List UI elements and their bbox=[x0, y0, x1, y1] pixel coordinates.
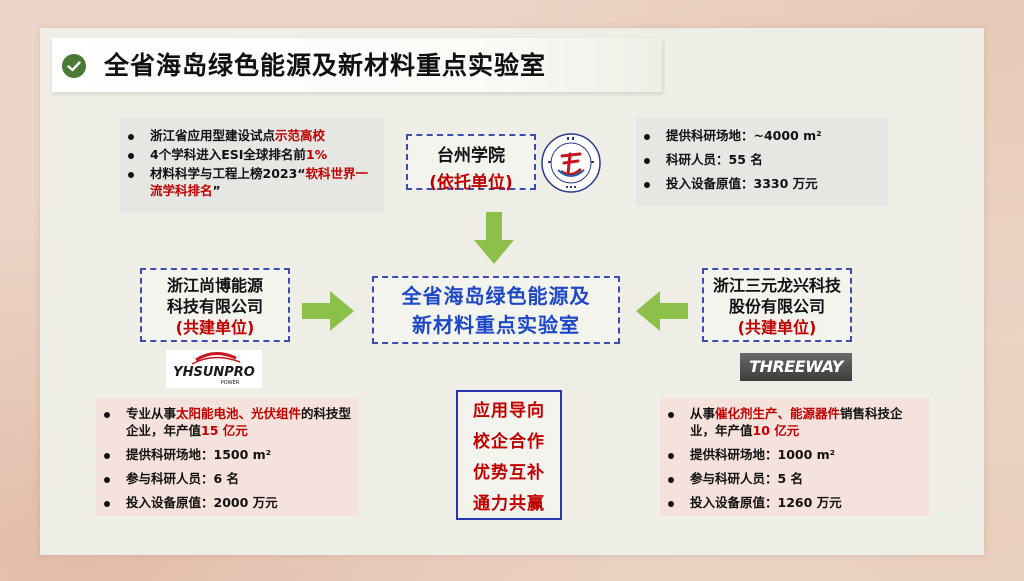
university-stats-list: 提供科研场地：~4000 m² 科研人员：55 名投入设备原值：3330 万元 bbox=[636, 128, 880, 193]
list-item: 科研人员：55 名 bbox=[636, 152, 880, 169]
list-item-text: 参与科研人员：5 名 bbox=[690, 470, 804, 486]
university-role: (依托单位) bbox=[429, 173, 513, 193]
list-item: 提供科研场地：1000 m² bbox=[660, 447, 924, 464]
list-item-text: 材料科学与工程上榜2023“ bbox=[150, 165, 306, 181]
page-title: 全省海岛绿色能源及新材料重点实验室 bbox=[104, 51, 547, 80]
partner-left-name-line1: 浙江尚博能源 bbox=[166, 276, 263, 295]
threeway-logo: THREEWAY bbox=[740, 353, 852, 381]
list-item-text: ” bbox=[212, 182, 221, 198]
highlight-text: 15 亿元 bbox=[201, 422, 248, 438]
list-item: 参与科研人员：5 名 bbox=[660, 471, 924, 488]
list-item: 提供科研场地：~4000 m² bbox=[636, 128, 880, 145]
highlight-text: 示范高校 bbox=[275, 128, 326, 143]
center-lab-line1: 全省海岛绿色能源及 bbox=[401, 284, 591, 308]
center-lab-line2: 新材料重点实验室 bbox=[412, 313, 580, 337]
arrow-left-icon bbox=[636, 291, 688, 331]
taizhou-university-logo bbox=[541, 133, 601, 193]
list-item: 4个学科进入ESI全球排名前1% bbox=[120, 147, 376, 164]
list-item: 投入设备原值：2000 万元 bbox=[96, 495, 352, 512]
partner-left-name-line2: 科技有限公司 bbox=[166, 297, 263, 316]
partner-right-name-line2: 股份有限公司 bbox=[728, 297, 825, 316]
slogan-line: 校企合作 bbox=[473, 432, 545, 452]
list-item-text: 浙江省应用型建设试点 bbox=[150, 128, 276, 143]
partner-right-details-box: 从事催化剂生产、能源器件销售科技企业，年产值10 亿元提供科研场地：1000 m… bbox=[660, 398, 930, 516]
university-name: 台州学院 bbox=[437, 146, 505, 166]
list-item-text: 提供科研场地：1000 m² bbox=[690, 446, 836, 462]
arrow-right-icon bbox=[302, 291, 354, 331]
list-item: 材料科学与工程上榜2023“软科世界一流学科排名” bbox=[120, 166, 376, 200]
partner-right-details-list: 从事催化剂生产、能源器件销售科技企业，年产值10 亿元提供科研场地：1000 m… bbox=[660, 406, 924, 511]
list-item: 参与科研人员：6 名 bbox=[96, 471, 352, 488]
list-item-text: 从事 bbox=[690, 406, 716, 421]
check-circle-icon bbox=[62, 54, 86, 78]
list-item-text: 投入设备原值：2000 万元 bbox=[126, 494, 278, 510]
list-item-text: 提供科研场地：1500 m² bbox=[126, 446, 272, 462]
center-lab-node: 全省海岛绿色能源及 新材料重点实验室 bbox=[372, 276, 620, 344]
list-item: 从事催化剂生产、能源器件销售科技企业，年产值10 亿元 bbox=[660, 406, 924, 440]
list-item-text: 专业从事 bbox=[126, 406, 177, 421]
arrow-down-icon bbox=[474, 212, 514, 264]
highlight-text: 太阳能电池、光伏组件 bbox=[176, 406, 302, 421]
partner-left-details-box: 专业从事太阳能电池、光伏组件的科技型企业，年产值15 亿元提供科研场地：1500… bbox=[96, 398, 358, 516]
highlight-text: 1% bbox=[305, 146, 328, 162]
slogan-line: 通力共赢 bbox=[473, 494, 545, 514]
yhsunpro-logo-text: YHSUNPRO bbox=[173, 365, 255, 380]
list-item: 提供科研场地：1500 m² bbox=[96, 447, 352, 464]
highlight-text: 催化剂生产、能源器件 bbox=[715, 406, 841, 421]
yhsunpro-logo-subtext: POWER bbox=[221, 380, 240, 386]
list-item-text: 销售科技企业，年产值 bbox=[690, 406, 903, 438]
partner-right-node: 浙江三元龙兴科技 股份有限公司 (共建单位) bbox=[702, 268, 852, 342]
yhsunpro-logo: YHSUNPRO POWER bbox=[166, 350, 262, 388]
list-item-text: 4个学科进入ESI全球排名前 bbox=[150, 146, 306, 162]
university-stats-box: 提供科研场地：~4000 m² 科研人员：55 名投入设备原值：3330 万元 bbox=[636, 118, 888, 206]
partner-right-name-line1: 浙江三元龙兴科技 bbox=[712, 276, 841, 295]
list-item-text: 的科技型企业，年产值 bbox=[126, 406, 352, 438]
highlight-text: 软科世界一流学科排名 bbox=[150, 165, 369, 198]
list-item-text: 参与科研人员：6 名 bbox=[126, 470, 240, 486]
list-item: 投入设备原值：1260 万元 bbox=[660, 495, 924, 512]
partner-left-details-list: 专业从事太阳能电池、光伏组件的科技型企业，年产值15 亿元提供科研场地：1500… bbox=[96, 406, 352, 511]
slogan-line: 应用导向 bbox=[473, 401, 545, 421]
list-item-text: 提供科研场地：~4000 m² bbox=[666, 128, 822, 143]
university-node: 台州学院 (依托单位) bbox=[406, 134, 536, 193]
partner-left-node: 浙江尚博能源 科技有限公司 (共建单位) bbox=[140, 268, 290, 342]
list-item: 专业从事太阳能电池、光伏组件的科技型企业，年产值15 亿元 bbox=[96, 406, 352, 440]
list-item: 投入设备原值：3330 万元 bbox=[636, 176, 880, 193]
list-item-text: 投入设备原值：3330 万元 bbox=[666, 175, 818, 191]
list-item: 浙江省应用型建设试点示范高校 bbox=[120, 128, 376, 145]
list-item-text: 投入设备原值：1260 万元 bbox=[690, 494, 842, 510]
highlight-text: 10 亿元 bbox=[752, 422, 800, 438]
slogan-line: 优势互补 bbox=[473, 463, 545, 483]
list-item-text: 科研人员：55 名 bbox=[666, 151, 763, 167]
partner-right-role: (共建单位) bbox=[737, 318, 817, 337]
title-bar bbox=[52, 38, 662, 92]
slogan-box: 应用导向校企合作优势互补通力共赢 bbox=[456, 390, 562, 520]
partner-left-role: (共建单位) bbox=[175, 318, 255, 337]
